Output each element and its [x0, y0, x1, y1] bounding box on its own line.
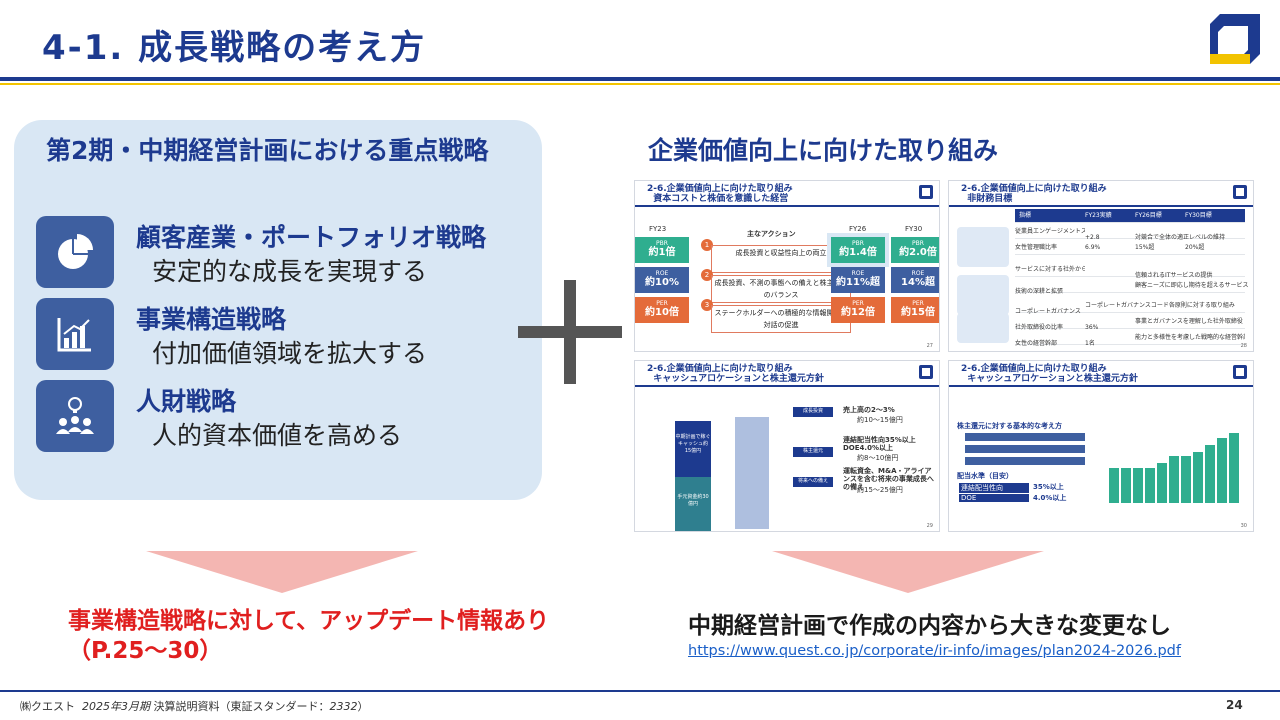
slide-thumbnail-shareholder-return[interactable]: 2-6.企業価値向上に向けた取り組み キャッシュアロケーションと株主還元方針 株… — [948, 360, 1254, 532]
dividend-bar — [1205, 445, 1215, 503]
thumb-logo — [919, 185, 933, 199]
thumb-logo — [919, 365, 933, 379]
strategy-name: 事業構造戦略 — [136, 305, 287, 334]
page-title: 4-1. 成長戦略の考え方 — [42, 28, 427, 68]
dividend-bar — [1169, 456, 1179, 503]
thumb-image — [957, 275, 1009, 315]
dividend-bar — [1121, 468, 1131, 503]
dividend-bar — [1133, 468, 1143, 503]
update-note: 事業構造戦略に対して、アップデート情報あり（P.25～30） — [68, 608, 550, 664]
dividend-bar — [1145, 468, 1155, 503]
dividend-bar — [1181, 456, 1191, 503]
strategy-business-structure: 事業構造戦略 付加価値領域を拡大する — [36, 298, 536, 370]
company-logo — [1210, 14, 1260, 64]
strategy-name: 人財戦略 — [136, 387, 237, 416]
slide-thumbnail-capital-cost[interactable]: 2-6.企業価値向上に向けた取り組み 資本コストと株価を意識した経営 FY23 … — [634, 180, 940, 352]
thumb-logo — [1233, 185, 1247, 199]
plus-icon — [518, 280, 622, 384]
slide-thumbnail-cash-allocation[interactable]: 2-6.企業価値向上に向けた取り組み キャッシュアロケーションと株主還元方針 中… — [634, 360, 940, 532]
footer-text: ㈱クエスト 2025年3月期 決算説明資料（東証スタンダード：2332） — [20, 700, 369, 713]
header-accent-rule — [0, 83, 1280, 85]
strategy-human-capital: 人財戦略 人的資本価値を高める — [36, 380, 536, 452]
dividend-bar — [1217, 438, 1227, 503]
footer-rule — [0, 690, 1280, 692]
dividend-bar — [1109, 468, 1119, 503]
down-arrow-icon — [772, 551, 1044, 593]
value-initiatives-title: 企業価値向上に向けた取り組み — [648, 136, 999, 165]
thumb-title: 2-6.企業価値向上に向けた取り組み キャッシュアロケーションと株主還元方針 — [647, 364, 824, 384]
strategy-desc: 安定的な成長を実現する — [152, 257, 428, 286]
thumb-image — [957, 227, 1009, 267]
pie-chart-icon — [36, 216, 114, 288]
thumb-image — [957, 313, 1009, 343]
strategy-customer-portfolio: 顧客産業・ポートフォリオ戦略 安定的な成長を実現する — [36, 216, 536, 288]
down-arrow-icon — [146, 551, 418, 593]
bar-chart-icon — [36, 298, 114, 370]
header-rule — [0, 77, 1280, 81]
dividend-bar — [1157, 463, 1167, 503]
plan-pdf-link[interactable]: https://www.quest.co.jp/corporate/ir-inf… — [688, 643, 1181, 659]
thumb-cash-bar: 中期計画で稼ぐキャッシュ約15億円 手元資金約30億円 — [675, 421, 711, 531]
dividend-bar — [1229, 433, 1239, 503]
page-number: 24 — [1226, 698, 1243, 712]
thumb-title: 2-6.企業価値向上に向けた取り組み キャッシュアロケーションと株主還元方針 — [961, 364, 1138, 384]
thumb-title: 2-6.企業価値向上に向けた取り組み 資本コストと株価を意識した経営 — [647, 184, 793, 204]
strategy-desc: 付加価値領域を拡大する — [152, 339, 428, 368]
thumb-title: 2-6.企業価値向上に向けた取り組み 非財務目標 — [961, 184, 1107, 204]
no-change-note: 中期経営計画で作成の内容から大きな変更なし — [688, 613, 1171, 639]
strategy-desc: 人的資本価値を高める — [152, 421, 403, 450]
dividend-bar — [1193, 452, 1203, 503]
strategy-panel-title: 第2期・中期経営計画における重点戦略 — [46, 136, 489, 165]
thumb-logo — [1233, 365, 1247, 379]
people-lightbulb-icon — [36, 380, 114, 452]
strategy-name: 顧客産業・ポートフォリオ戦略 — [136, 223, 487, 252]
